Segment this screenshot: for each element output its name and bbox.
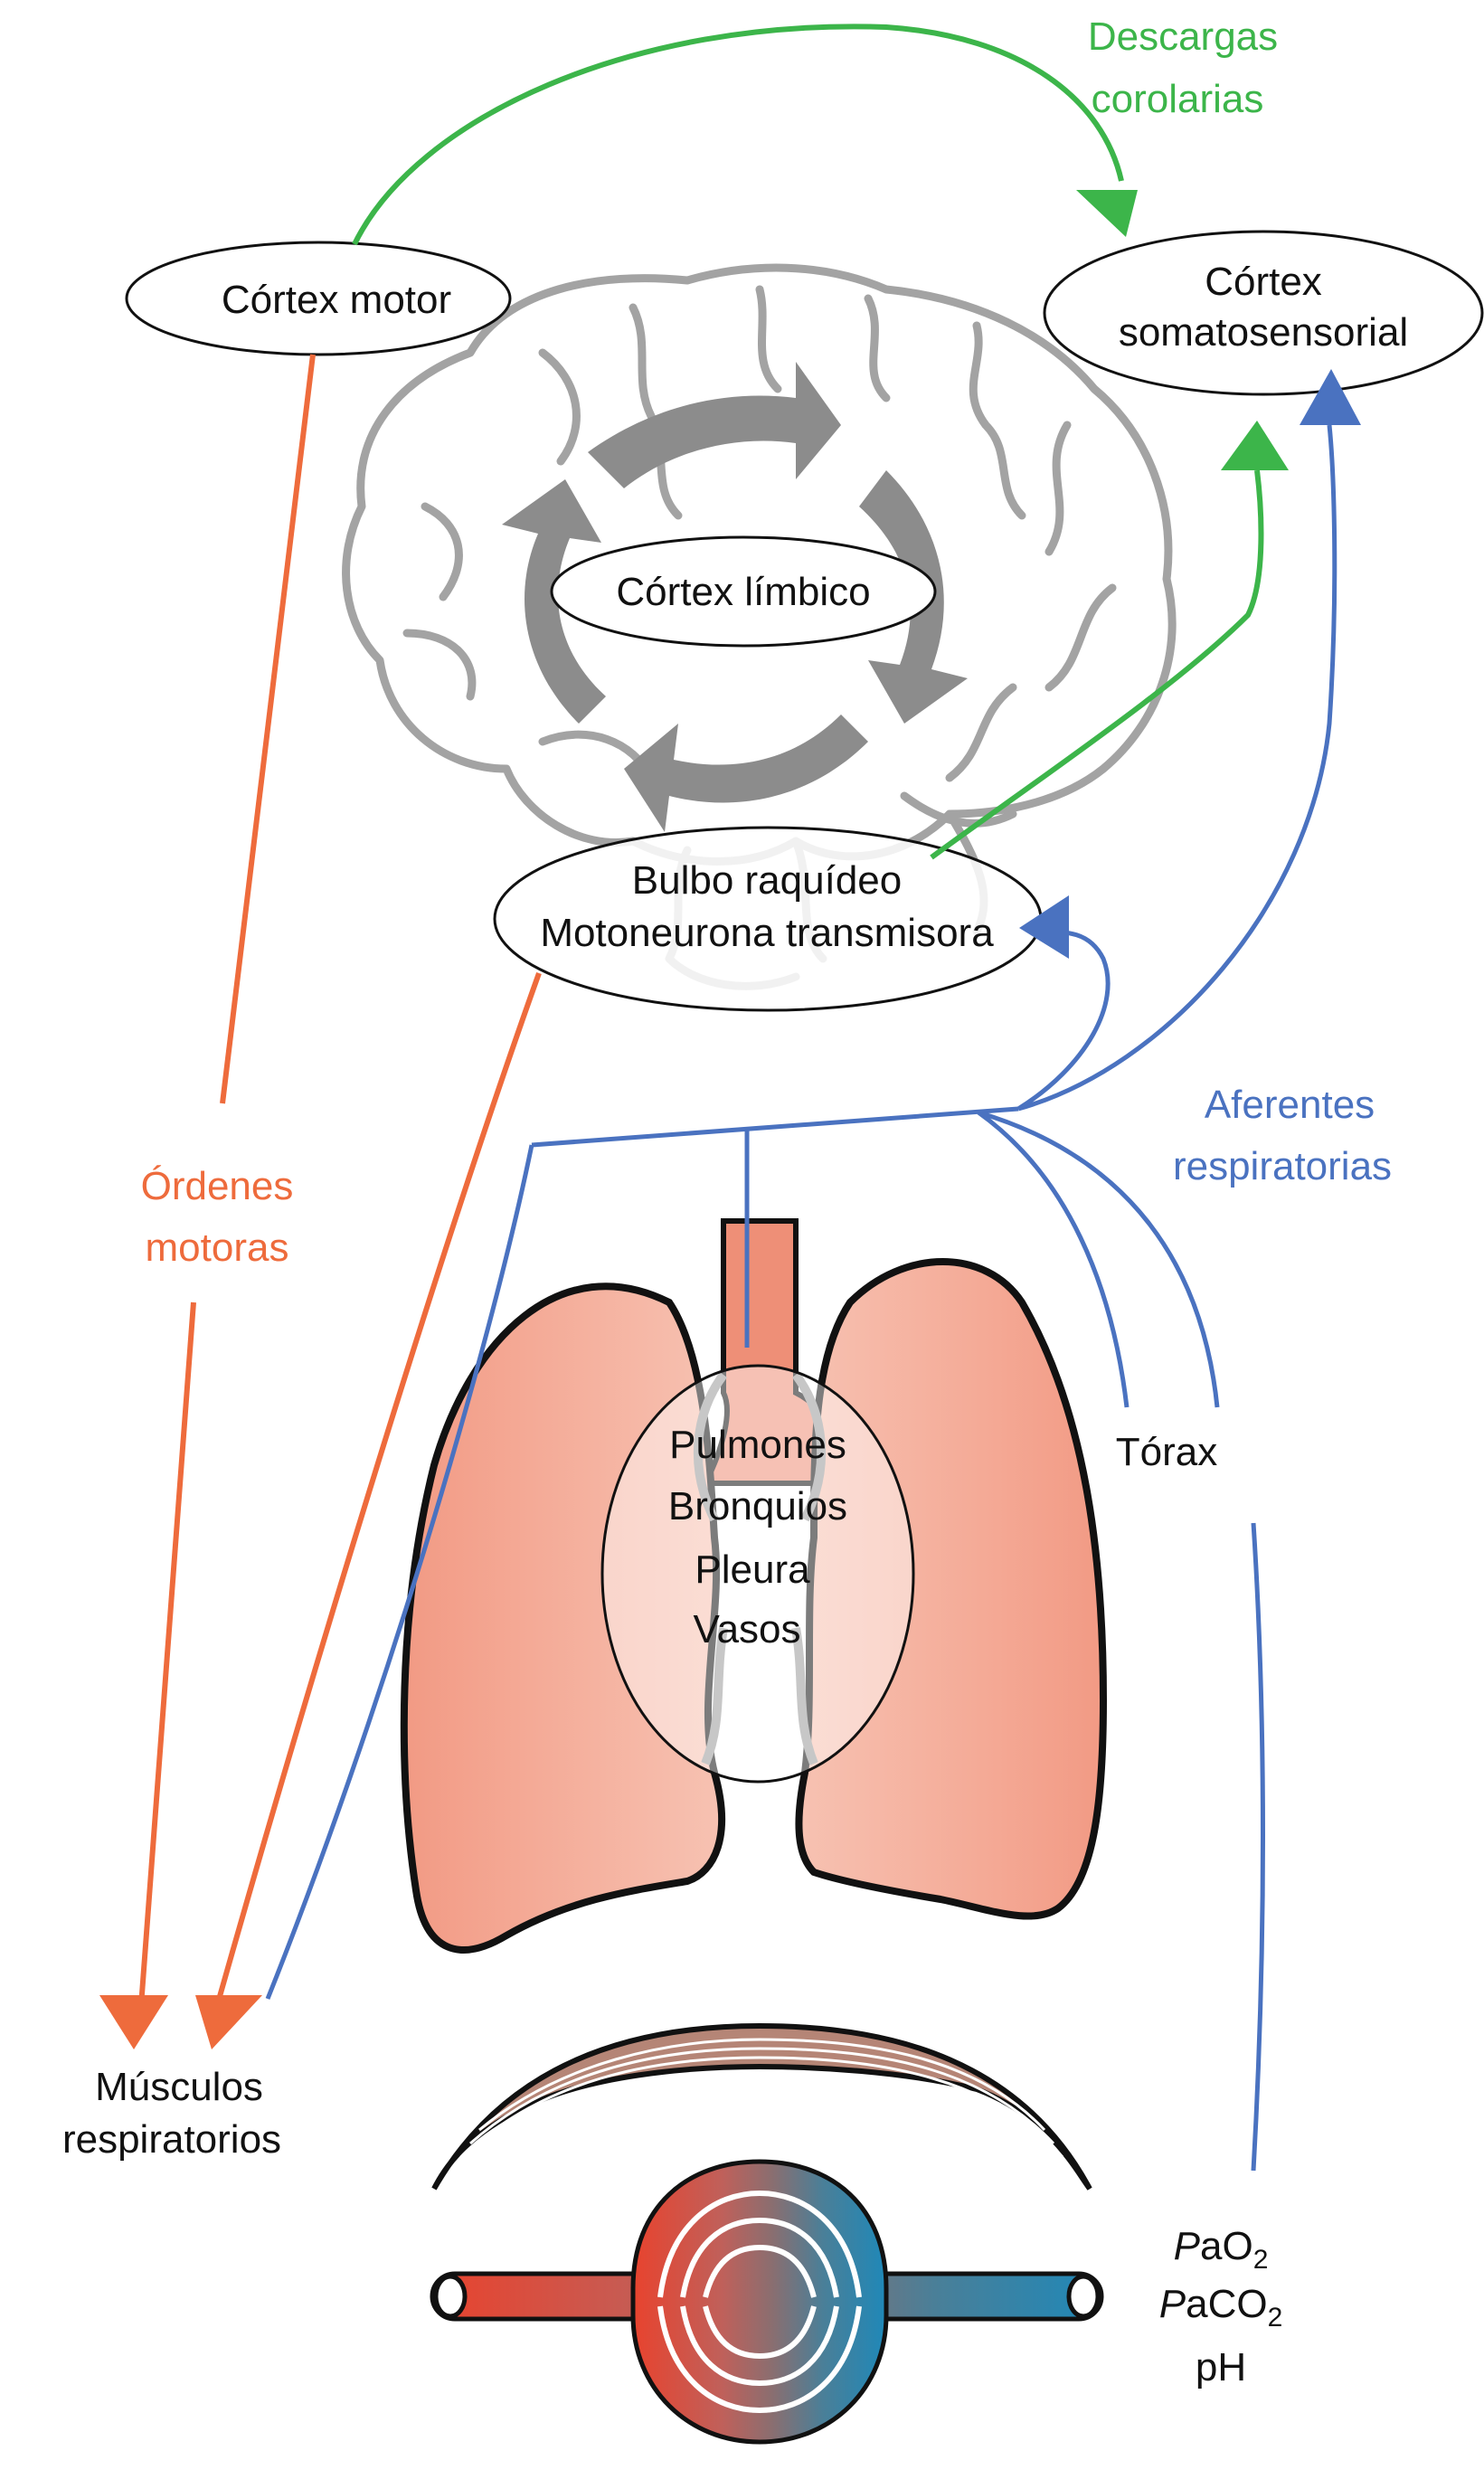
corollary-arrowheads — [1076, 190, 1289, 470]
node-cortex-limbico: Córtex límbico — [550, 535, 937, 648]
orange-line-bulbo — [214, 971, 542, 2007]
vasos-label: Vasos — [693, 1607, 800, 1651]
blue-line-torax-1 — [977, 1110, 1130, 1408]
orange-arrowhead-2 — [195, 1995, 262, 2049]
node-pulmones: Pulmones Bronquios Pleura Vasos — [600, 1364, 915, 1784]
blue-line-somato — [1017, 424, 1337, 1112]
aferentes-line1: Aferentes — [1205, 1083, 1375, 1127]
node-cortex-motor: Córtex motor — [125, 241, 512, 356]
bronquios-label: Bronquios — [668, 1484, 847, 1528]
descargas-line1: Descargas — [1088, 14, 1278, 59]
blue-arrowhead-bulbo — [1019, 895, 1069, 959]
pleura-label: Pleura — [695, 1547, 810, 1592]
gas-paco2-base: aCO — [1186, 2282, 1267, 2326]
blue-line-bulbo — [1016, 929, 1111, 1112]
label-blood-gases: PaO2 PaCO2 pH — [1159, 2224, 1283, 2390]
green-arrow-bulbo-to-somato — [930, 469, 1264, 860]
label-ordenes-motoras: Órdenes motoras — [141, 1164, 294, 1270]
node-bulbo-raquideo: Bulbo raquídeo Motoneurona transmisora — [493, 826, 1043, 1012]
orange-line-motor-upper — [220, 354, 316, 1104]
cortex-motor-label: Córtex motor — [222, 278, 451, 322]
diaphragm-illustration — [431, 2022, 1092, 2191]
green-arrowhead-2 — [1221, 421, 1289, 470]
cortex-somato-line1: Córtex — [1205, 260, 1322, 304]
bulbo-line1: Bulbo raquídeo — [632, 858, 902, 903]
blood-vessel-illustration — [430, 2159, 1104, 2445]
musculos-line1: Músculos — [95, 2065, 263, 2109]
gas-pao2: PaO2 — [1174, 2224, 1269, 2275]
cortex-somato-line2: somatosensorial — [1119, 310, 1408, 355]
ordenes-line2: motoras — [146, 1226, 289, 1270]
motor-command-lines — [138, 354, 542, 2007]
ordenes-line1: Órdenes — [141, 1164, 294, 1208]
orange-arrowhead-1 — [99, 1995, 168, 2049]
gas-ph: pH — [1196, 2345, 1246, 2390]
blue-line-muscles — [265, 1144, 534, 2000]
corollary-discharge-arrows — [352, 24, 1264, 860]
gas-paco2-sub: 2 — [1268, 2303, 1283, 2333]
gas-paco2-italic: P — [1159, 2282, 1186, 2326]
orange-line-motor-lower — [138, 1301, 196, 2007]
blue-line-gases — [1251, 1522, 1265, 2172]
label-torax: Tórax — [1116, 1430, 1217, 1474]
gas-pao2-sub: 2 — [1253, 2245, 1269, 2275]
label-descargas-corolarias: Descargas corolarias — [1088, 14, 1278, 121]
blue-arrowhead-somato — [1300, 369, 1361, 425]
green-arrow-motor-to-somato — [352, 24, 1124, 246]
green-arrowhead-1 — [1076, 190, 1138, 237]
afferent-arrowheads — [1019, 369, 1361, 959]
blue-line-torax-2 — [978, 1110, 1220, 1408]
gas-pao2-base: aO — [1200, 2224, 1253, 2268]
blue-line-horizontal — [531, 1106, 1019, 1148]
gas-ph-base: pH — [1196, 2345, 1246, 2390]
motor-command-arrowheads — [99, 1995, 262, 2049]
label-aferentes-respiratorias: Aferentes respiratorias — [1173, 1083, 1392, 1188]
gas-paco2: PaCO2 — [1159, 2282, 1283, 2333]
pulmones-label: Pulmones — [669, 1423, 846, 1467]
aferentes-line2: respiratorias — [1173, 1144, 1392, 1188]
bulbo-line2: Motoneurona transmisora — [540, 911, 994, 955]
musculos-line2: respiratorios — [62, 2117, 281, 2162]
node-cortex-somatosensorial: Córtex somatosensorial — [1043, 230, 1484, 396]
descargas-line2: corolarias — [1092, 77, 1264, 121]
gas-pao2-italic: P — [1174, 2224, 1201, 2268]
cortex-limbico-label: Córtex límbico — [616, 570, 870, 614]
label-musculos-respiratorios: Músculos respiratorios — [62, 2065, 281, 2162]
